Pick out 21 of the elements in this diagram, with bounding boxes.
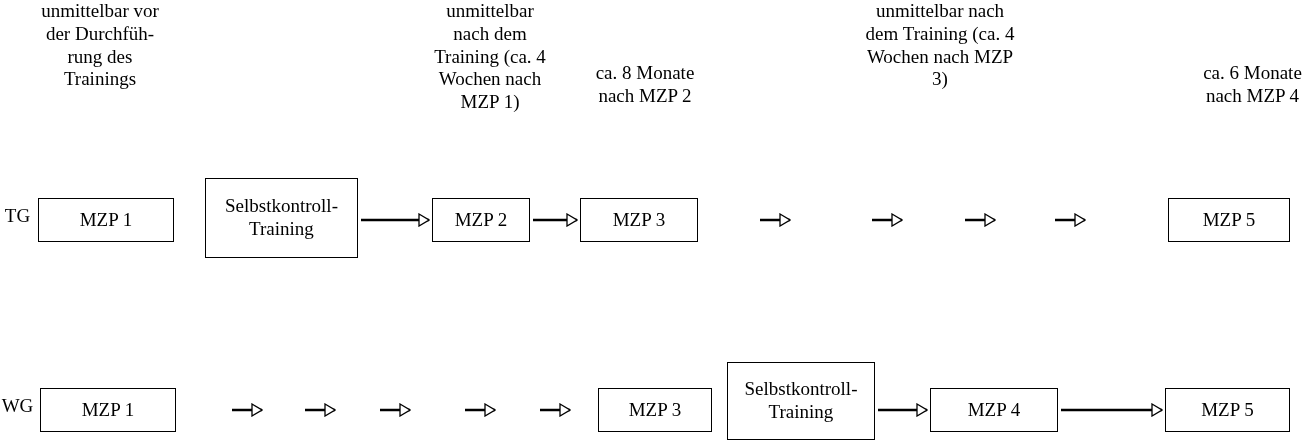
column-heading: ca. 8 Monate nach MZP 2 (594, 62, 696, 108)
column-heading: unmittelbar vor der Durchfüh- rung des Trainings (40, 0, 160, 92)
column-heading: ca. 6 Monate nach MZP 4 (1202, 62, 1303, 108)
process-box: Selbstkontroll-Training (205, 178, 358, 258)
process-box: MZP 4 (930, 388, 1058, 432)
process-box: MZP 3 (598, 388, 712, 432)
column-heading: unmittelbar nach dem Training (ca. 4 Wochen nach MZP 1) (433, 0, 547, 114)
row-label: TG (3, 205, 32, 228)
row-label: WG (0, 395, 35, 418)
process-box: MZP 1 (38, 198, 174, 242)
arrow (533, 213, 578, 227)
process-box: MZP 3 (580, 198, 698, 242)
column-heading: unmittelbar nach dem Training (ca. 4 Wochen nach MZP 3) (864, 0, 1016, 92)
arrow (361, 213, 430, 227)
process-box: MZP 1 (40, 388, 176, 432)
process-box: Selbstkontroll-Training (727, 362, 875, 440)
process-box: MZP 2 (432, 198, 530, 242)
process-box: MZP 5 (1168, 198, 1290, 242)
arrow (1061, 403, 1163, 417)
process-box: MZP 5 (1165, 388, 1290, 432)
arrow (878, 403, 928, 417)
